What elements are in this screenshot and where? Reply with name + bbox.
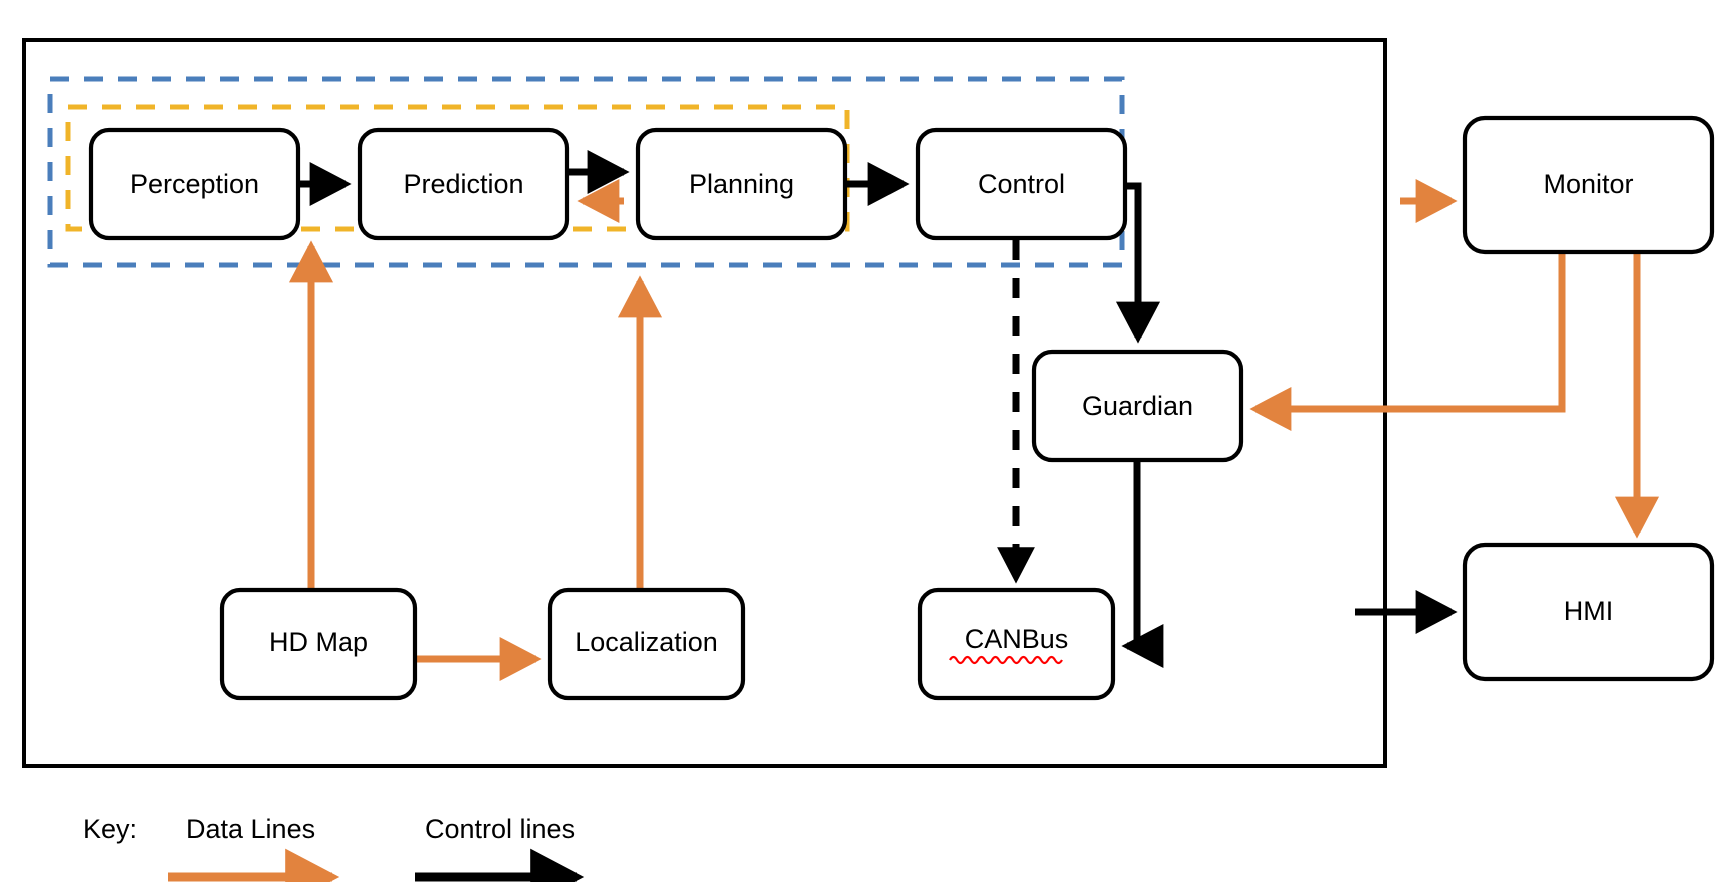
node-control[interactable]: Control bbox=[915, 127, 1128, 241]
key-data-lines-label: Data Lines bbox=[186, 814, 315, 844]
node-guardian[interactable]: Guardian bbox=[1031, 349, 1244, 463]
key-title: Key: bbox=[83, 814, 137, 844]
node-label-hmi: HMI bbox=[1564, 596, 1614, 626]
node-hd-map[interactable]: HD Map bbox=[219, 587, 418, 701]
node-label-control: Control bbox=[978, 169, 1065, 199]
node-prediction[interactable]: Prediction bbox=[357, 127, 570, 241]
node-label-perception: Perception bbox=[130, 169, 259, 199]
node-label-localization: Localization bbox=[575, 627, 718, 657]
node-canbus[interactable]: CANBus bbox=[917, 587, 1116, 701]
node-localization[interactable]: Localization bbox=[547, 587, 746, 701]
vehicle-system-boundary bbox=[22, 38, 1387, 768]
node-label-planning: Planning bbox=[689, 169, 794, 199]
key-control-lines-label: Control lines bbox=[425, 814, 575, 844]
node-label-hd-map: HD Map bbox=[269, 627, 368, 657]
node-monitor[interactable]: Monitor bbox=[1462, 115, 1715, 255]
key-legend: Key: Data Lines Control lines bbox=[83, 814, 585, 882]
node-label-monitor: Monitor bbox=[1543, 169, 1633, 199]
node-label-prediction: Prediction bbox=[403, 169, 523, 199]
spellcheck-underline-icon bbox=[949, 655, 1063, 665]
node-hmi[interactable]: HMI bbox=[1462, 542, 1715, 682]
node-label-guardian: Guardian bbox=[1082, 391, 1193, 421]
node-perception[interactable]: Perception bbox=[88, 127, 301, 241]
edge-guardian-canbus bbox=[1121, 462, 1164, 669]
edge-monitor-guardian bbox=[1249, 252, 1566, 432]
node-planning[interactable]: Planning bbox=[635, 127, 848, 241]
node-label-canbus: CANBus bbox=[965, 624, 1069, 654]
yellow-dashed-group bbox=[65, 104, 850, 232]
